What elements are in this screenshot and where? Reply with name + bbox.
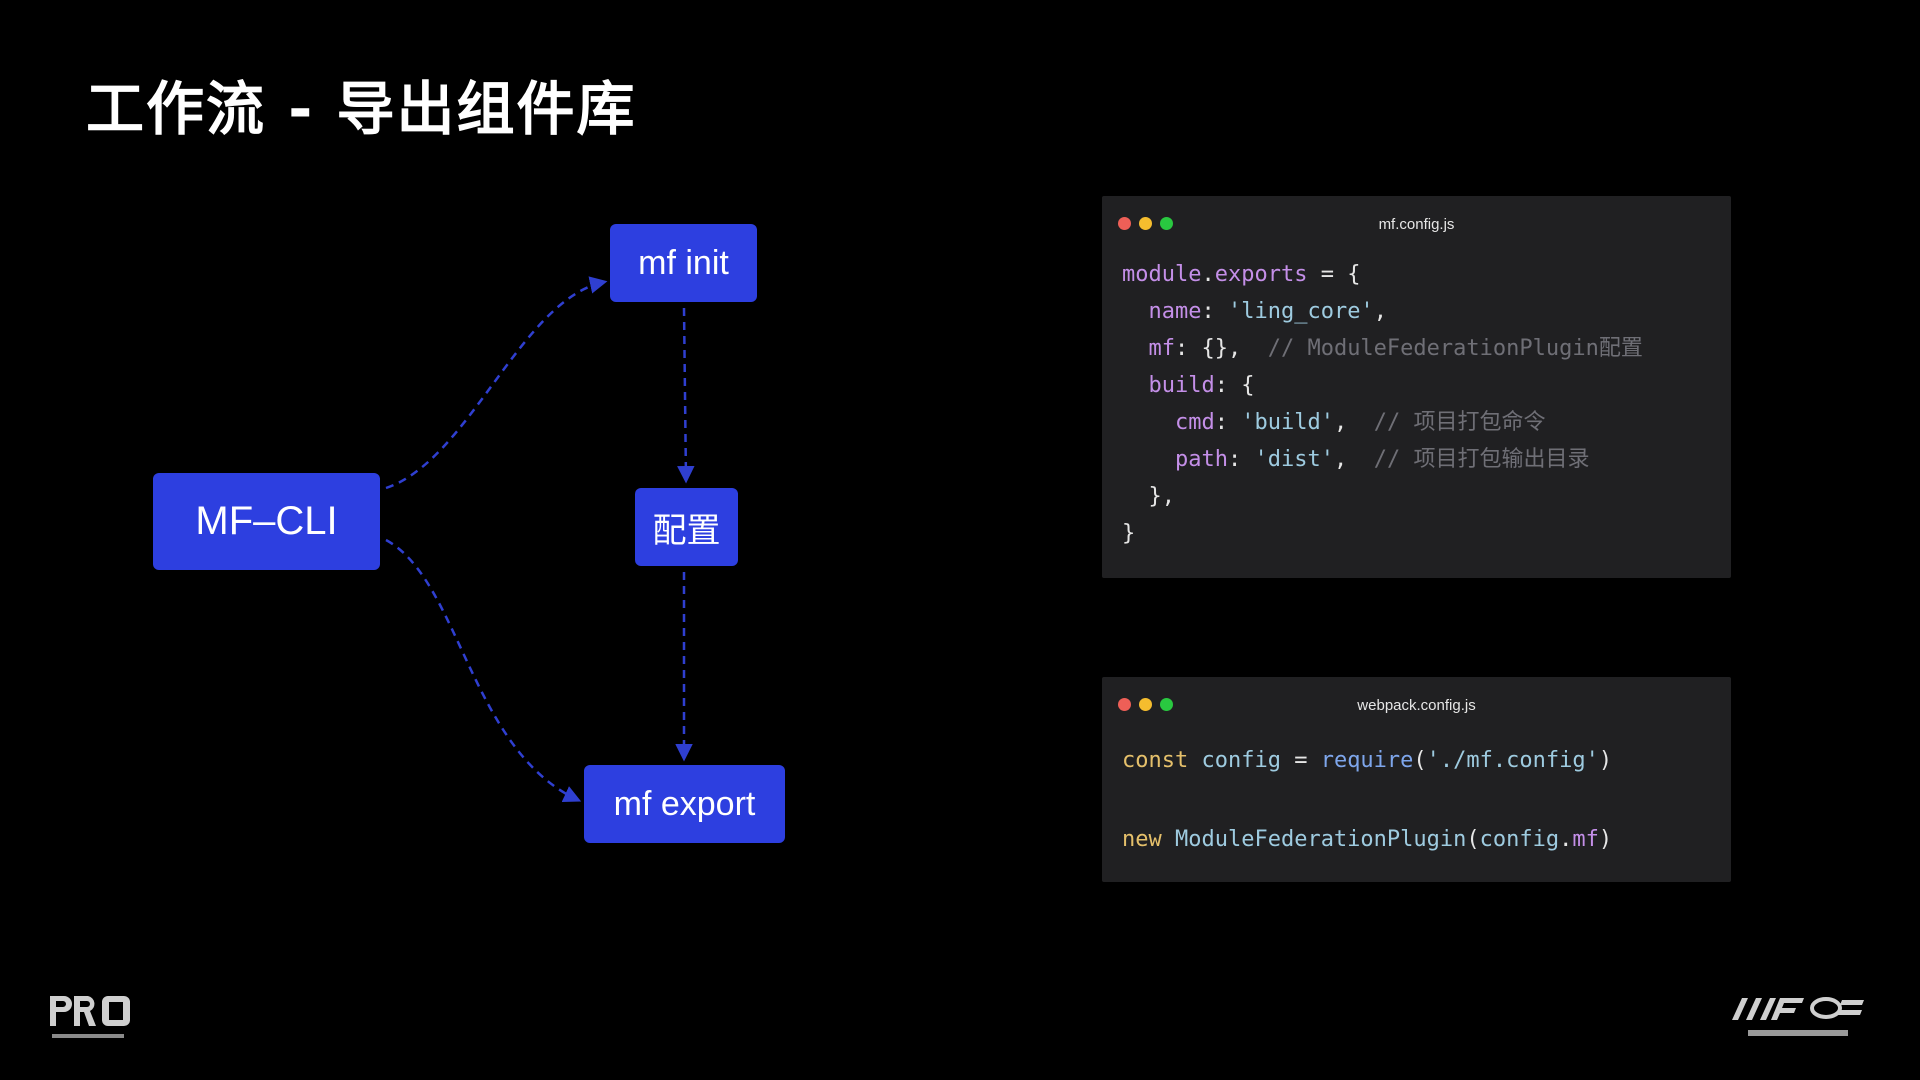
code-window-mf-config: mf.config.js module.exports = { name: 'l… [1102,196,1731,578]
code-token: = { [1307,262,1361,287]
pro-logo-icon [46,992,138,1048]
code-token: module [1122,262,1202,287]
maximize-dot-icon [1160,698,1173,711]
edge-cli-to-export [385,538,582,803]
code-line: cmd: 'build', // 项目打包命令 [1122,404,1643,441]
code-token: . [1559,827,1573,852]
code-token: config [1188,748,1295,773]
code-token: new [1122,827,1162,852]
code-token: , [1333,447,1374,472]
window-title: mf.config.js [1378,216,1455,233]
window-title: webpack.config.js [1357,697,1476,714]
node-config: 配置 [635,488,738,566]
code-token: require [1307,748,1414,773]
code-line: new ModuleFederationPlugin(config.mf) [1122,800,1612,879]
edge-cli-to-init [385,276,608,490]
node-mf-export: mf export [584,765,785,843]
code-token: const [1122,748,1189,773]
fe-jd-logo-icon [1728,990,1868,1050]
close-dot-icon [1118,698,1131,711]
code-token: : {}, [1175,336,1268,361]
code-token: ModuleFederationPlugin [1161,827,1467,852]
page-title: 工作流 - 导出组件库 [86,75,637,143]
code-block: const config = require('./mf.config')new… [1122,721,1612,879]
code-token [1122,410,1175,435]
code-token: config [1479,827,1560,852]
code-token: : { [1214,373,1255,398]
code-token: 'dist' [1254,447,1334,472]
code-block: module.exports = { name: 'ling_core', mf… [1122,256,1643,552]
code-token: // ModuleFederationPlugin配置 [1267,336,1643,361]
code-token: build [1148,373,1215,398]
code-token: './mf.config' [1426,748,1599,773]
code-token: ) [1598,827,1613,852]
edge-init-to-config [677,307,695,484]
code-line: module.exports = { [1122,256,1643,293]
code-token: ( [1413,748,1427,773]
code-token: exports [1214,262,1308,287]
code-line: name: 'ling_core', [1122,293,1643,330]
code-token [1122,447,1175,472]
code-token: 'ling_core' [1227,299,1374,324]
window-controls [1118,217,1173,230]
code-token: : [1214,410,1242,435]
code-token: mf [1572,827,1599,852]
code-token [1122,373,1149,398]
code-line: }, [1122,478,1643,515]
code-token: ) [1598,748,1613,773]
minimize-dot-icon [1139,217,1152,230]
code-token: : [1227,447,1255,472]
code-token: } [1122,521,1136,546]
maximize-dot-icon [1160,217,1173,230]
node-mf-init: mf init [610,224,757,302]
node-mf-cli: MF–CLI [153,473,380,570]
code-token: // 项目打包输出目录 [1373,447,1590,472]
code-window-webpack-config: webpack.config.js const config = require… [1102,677,1731,882]
code-token [1122,299,1149,324]
code-token: , [1333,410,1374,435]
code-token: path [1174,447,1228,472]
code-token: , [1373,299,1387,324]
close-dot-icon [1118,217,1131,230]
code-token: = [1294,748,1308,773]
code-token: cmd [1174,410,1215,435]
code-token: 'build' [1241,410,1334,435]
code-line: } [1122,515,1643,552]
code-line: const config = require('./mf.config') [1122,721,1612,800]
code-token: name [1148,299,1202,324]
code-token [1122,336,1149,361]
code-line: build: { [1122,367,1643,404]
code-token: mf [1148,336,1176,361]
code-token: ( [1466,827,1480,852]
code-token: // 项目打包命令 [1373,410,1546,435]
code-token: : [1201,299,1228,324]
code-token: . [1201,262,1215,287]
window-controls [1118,698,1173,711]
code-line: path: 'dist', // 项目打包输出目录 [1122,441,1643,478]
code-line: mf: {}, // ModuleFederationPlugin配置 [1122,330,1643,367]
minimize-dot-icon [1139,698,1152,711]
code-token: }, [1122,484,1175,509]
